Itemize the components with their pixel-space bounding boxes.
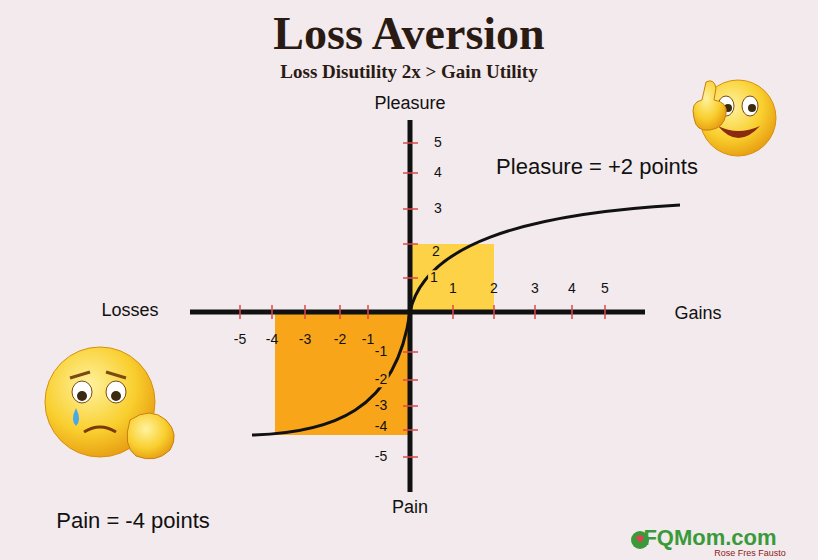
axis-title: Pain <box>392 498 428 518</box>
axis-title: Gains <box>674 304 721 324</box>
tick-label: 4 <box>568 281 576 296</box>
tick-label: 3 <box>434 201 442 216</box>
watermark: FQMom.com <box>643 526 776 550</box>
chart-subtitle: Loss Disutility 2x > Gain Utility <box>280 62 537 83</box>
watermark: Rose Fres Fausto <box>714 549 786 559</box>
tick-label: -4 <box>266 332 278 347</box>
sad-emoji <box>45 347 174 459</box>
axis-ticks <box>240 143 605 457</box>
tick-label: 5 <box>434 135 442 150</box>
tick-label: -2 <box>373 372 389 387</box>
tick-label: -5 <box>375 449 387 464</box>
axis-title: Losses <box>101 301 158 321</box>
annotation: Pleasure = +2 points <box>496 155 698 179</box>
tick-label: 1 <box>428 270 440 285</box>
tick-label: -3 <box>297 332 313 347</box>
gain-area <box>410 244 494 312</box>
chart-title: Loss Aversion <box>273 9 544 60</box>
tick-label: 2 <box>430 244 442 259</box>
tick-label: 2 <box>490 281 498 296</box>
tick-label: -2 <box>332 332 348 347</box>
tick-label: -4 <box>373 419 389 434</box>
tick-label: 1 <box>447 281 459 296</box>
tick-label: -3 <box>373 398 389 413</box>
axis-title: Pleasure <box>374 94 445 114</box>
tick-label: 4 <box>434 165 442 180</box>
value-curve <box>252 205 680 435</box>
happy-emoji <box>693 80 776 156</box>
tick-label: 3 <box>531 281 539 296</box>
x-axis <box>190 310 645 315</box>
tick-label: 5 <box>601 281 609 296</box>
tick-label: -1 <box>360 332 376 347</box>
annotation: Pain = -4 points <box>56 509 209 533</box>
tick-label: -5 <box>234 332 246 347</box>
